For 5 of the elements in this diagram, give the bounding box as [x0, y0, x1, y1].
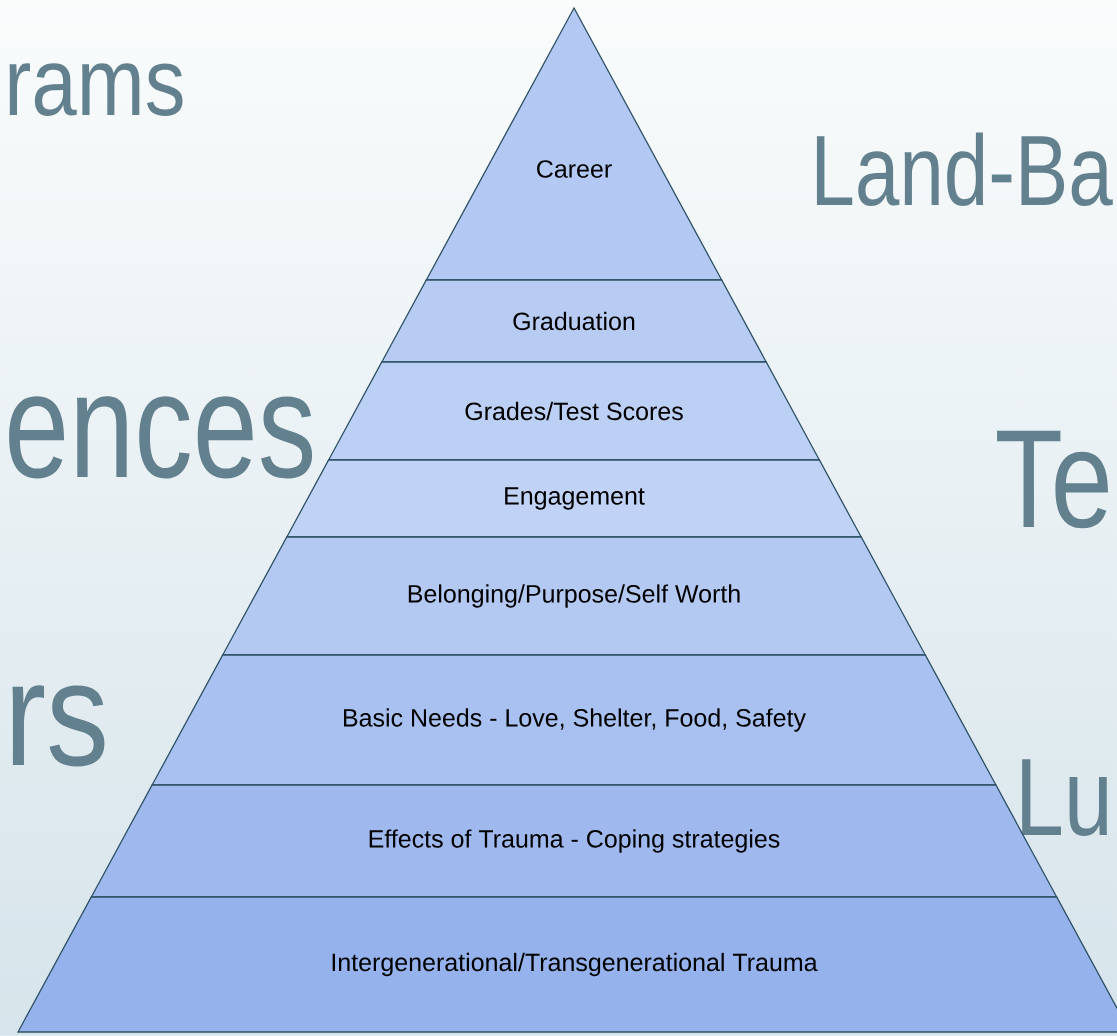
- outline-word: Land-Ba: [816, 132, 1113, 206]
- outline-word: rams: [9, 63, 183, 116]
- outline-word: rs: [12, 685, 105, 767]
- outline-word: Te: [997, 430, 1108, 529]
- pyramid-tier: Basic Needs - Love, Shelter, Food, Safety: [151, 654, 997, 786]
